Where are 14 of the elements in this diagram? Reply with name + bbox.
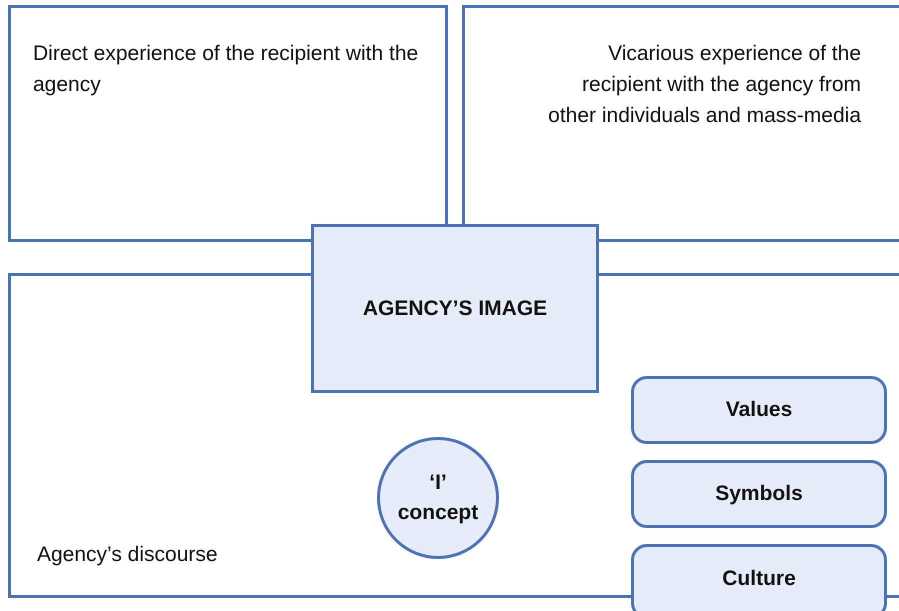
box-label: Vicarious experience of the recipient with the agency from other individuals and mass-media (547, 41, 861, 129)
experience-panel (8, 5, 448, 242)
element-box (631, 460, 887, 528)
element-box (631, 544, 887, 611)
box-label: Culture (722, 566, 796, 592)
box-label: Symbols (715, 481, 803, 507)
box-label: ‘I’ concept (396, 470, 480, 526)
box-label: Direct experience of the recipient with the agency (33, 41, 420, 98)
image-box (311, 224, 599, 393)
box-label: AGENCY’S IMAGE (362, 296, 548, 322)
box-label: Agency’s discourse (37, 542, 219, 568)
box-label: Values (726, 397, 792, 423)
experience-panel (462, 5, 899, 242)
element-box (631, 376, 887, 444)
